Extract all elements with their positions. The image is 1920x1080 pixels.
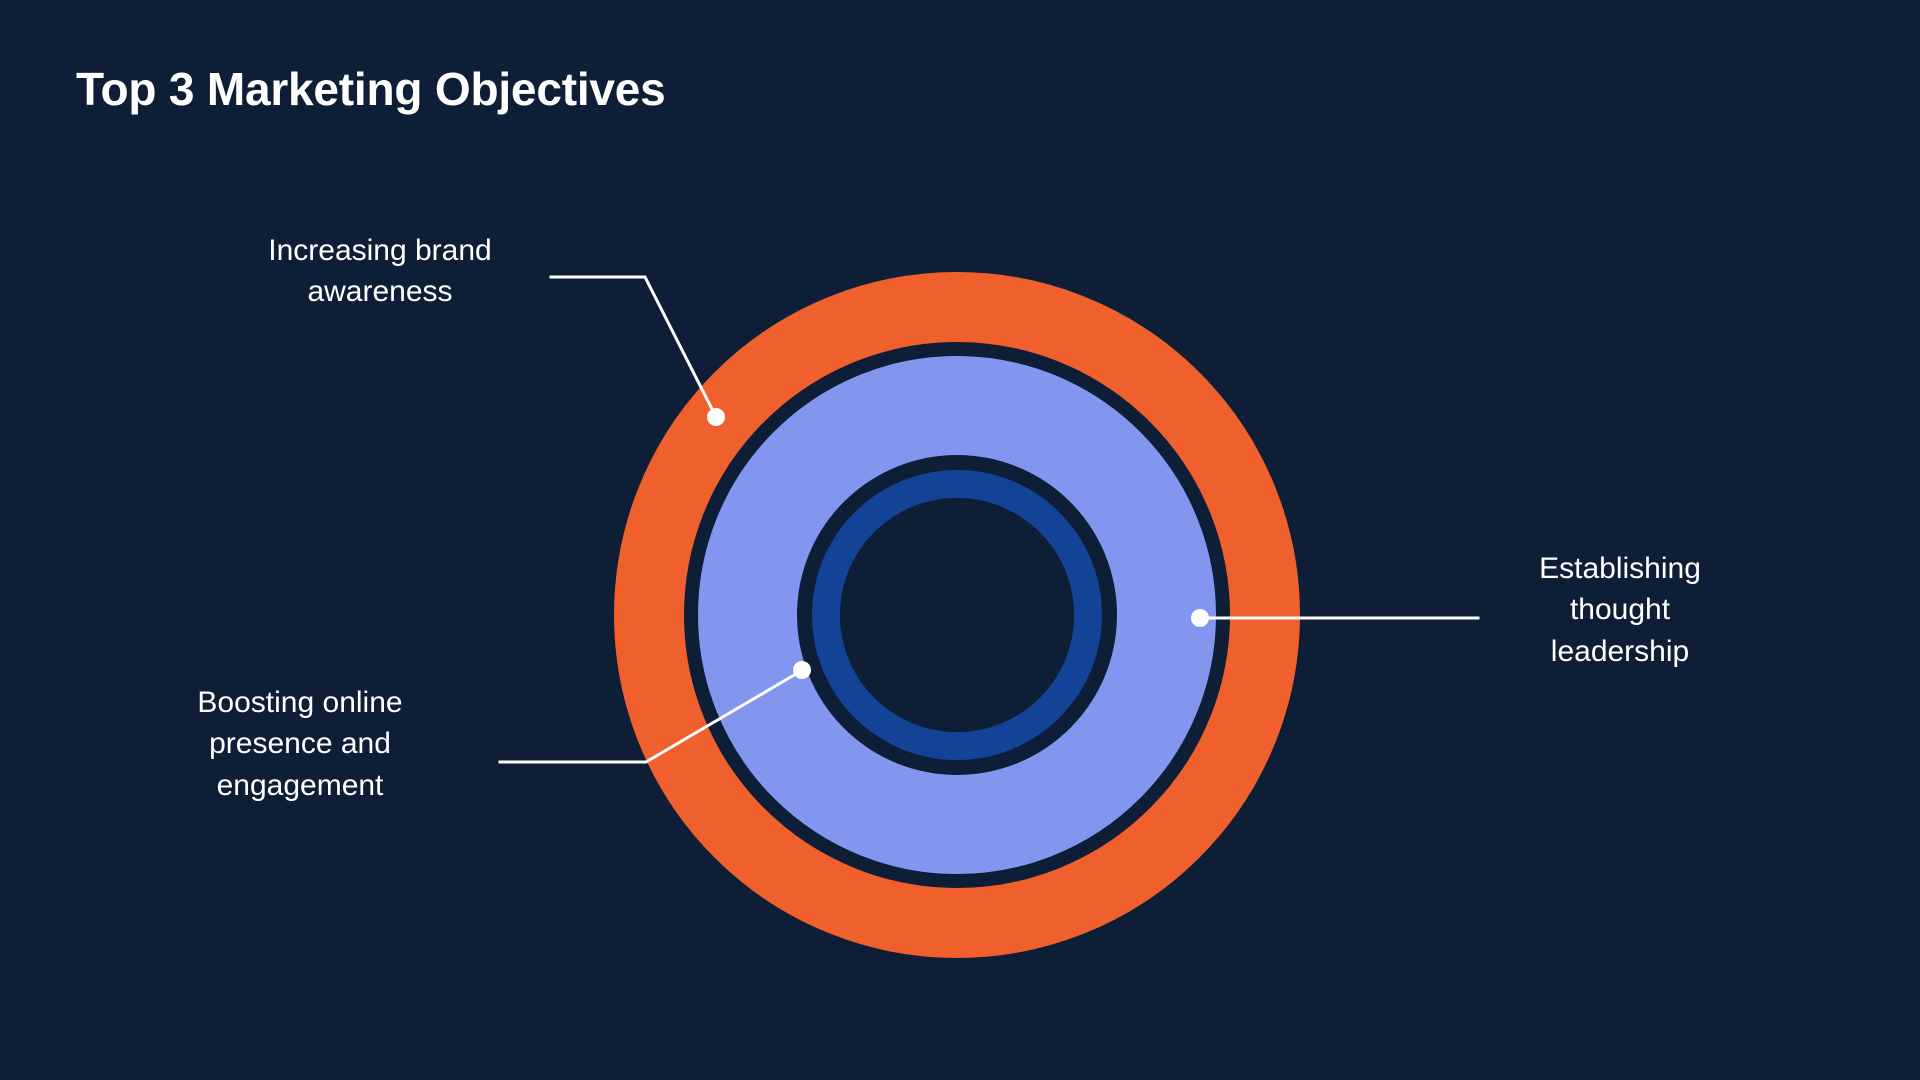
callout-label-online-presence: Boosting online presence and engagement <box>197 686 403 802</box>
leader-line-online-presence <box>498 668 804 764</box>
callout-label-brand-awareness: Increasing brand awareness <box>268 234 492 309</box>
leader-dot-thought-leadership <box>1191 609 1209 627</box>
leader-line-brand-awareness <box>549 275 718 418</box>
ring-online-presence[interactable] <box>698 356 1216 874</box>
leader-dot-brand-awareness <box>707 408 725 426</box>
ring-thought-leadership[interactable] <box>812 470 1102 760</box>
leader-brand-awareness <box>549 275 725 426</box>
ring-core <box>840 498 1074 732</box>
ring-brand-awareness[interactable] <box>614 272 1300 958</box>
leader-dot-online-presence <box>793 661 811 679</box>
callout-label-thought-leadership: Establishing thought leadership <box>1539 552 1701 668</box>
page-title: Top 3 Marketing Objectives <box>76 63 666 115</box>
leader-online-presence <box>498 661 811 764</box>
leader-thought-leadership <box>1191 609 1480 627</box>
